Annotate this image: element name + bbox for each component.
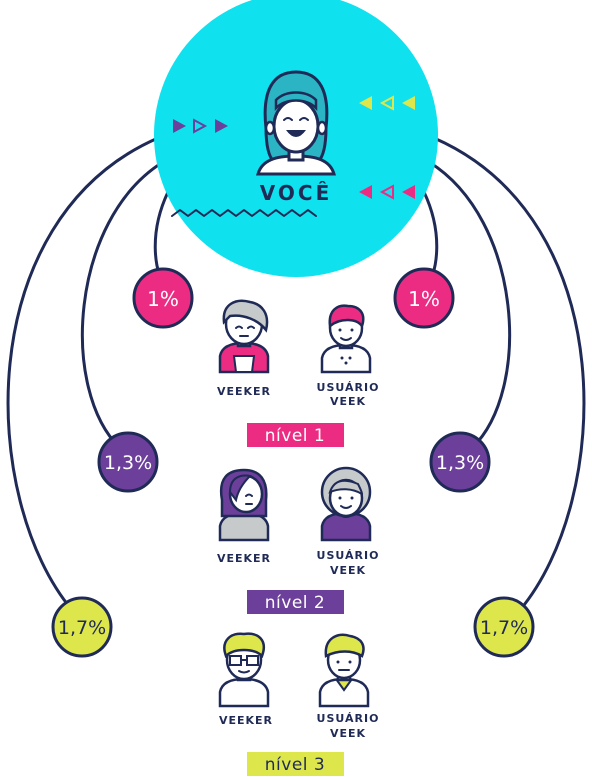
level1-veeker-label: VEEKER bbox=[217, 385, 271, 398]
svg-text:1,3%: 1,3% bbox=[104, 452, 152, 474]
arc-level3-left bbox=[6, 136, 160, 612]
level2-tag: nível 2 bbox=[247, 590, 344, 614]
level3-usuario-avatar bbox=[318, 633, 370, 708]
svg-text:1,7%: 1,7% bbox=[480, 617, 528, 639]
svg-text:nível 1: nível 1 bbox=[265, 426, 325, 446]
svg-text:1%: 1% bbox=[147, 287, 179, 311]
svg-text:1,3%: 1,3% bbox=[436, 452, 484, 474]
level1-veeker-avatar bbox=[218, 299, 270, 374]
level3-usuario-label-2: VEEK bbox=[330, 727, 366, 740]
badge-level3-left: 1,7% bbox=[51, 596, 113, 658]
level1-usuario-avatar bbox=[320, 304, 372, 374]
you-avatar bbox=[256, 70, 336, 176]
level1-tag: nível 1 bbox=[247, 423, 344, 447]
level3-veeker-label: VEEKER bbox=[219, 714, 273, 727]
level1-usuario-label-1: USUÁRIO bbox=[317, 381, 380, 394]
arc-level3-right bbox=[432, 136, 586, 612]
level3-tag: nível 3 bbox=[247, 752, 344, 776]
arc-level2-right bbox=[427, 160, 512, 450]
level2-usuario-label-2: VEEK bbox=[330, 564, 366, 577]
triangles-right-bottom-icon bbox=[359, 184, 415, 200]
badge-level2-right: 1,3% bbox=[429, 431, 491, 493]
badge-level1-right: 1% bbox=[393, 267, 455, 329]
triangles-left-icon bbox=[173, 118, 228, 134]
level3-usuario-label-1: USUÁRIO bbox=[317, 712, 380, 725]
level1-usuario-label-2: VEEK bbox=[330, 395, 366, 408]
svg-text:nível 3: nível 3 bbox=[265, 755, 325, 775]
svg-text:1,7%: 1,7% bbox=[58, 617, 106, 639]
svg-text:nível 2: nível 2 bbox=[265, 593, 325, 613]
level2-veeker-label: VEEKER bbox=[217, 552, 271, 565]
center-label: VOCÊ bbox=[260, 181, 332, 205]
center-node: VOCÊ bbox=[154, 0, 438, 277]
badge-level3-right: 1,7% bbox=[473, 596, 535, 658]
level3-veeker-avatar bbox=[218, 632, 270, 708]
arc-level2-left bbox=[80, 160, 165, 450]
level2-usuario-avatar bbox=[320, 466, 372, 542]
svg-text:1%: 1% bbox=[408, 287, 440, 311]
level2-usuario-label-1: USUÁRIO bbox=[317, 549, 380, 562]
connector-arcs bbox=[6, 136, 586, 612]
badge-level1-left: 1% bbox=[132, 267, 194, 329]
triangles-right-top-icon bbox=[359, 95, 415, 111]
level2-veeker-avatar bbox=[218, 468, 270, 542]
badge-level2-left: 1,3% bbox=[97, 431, 159, 493]
zigzag-decoration bbox=[171, 209, 317, 217]
